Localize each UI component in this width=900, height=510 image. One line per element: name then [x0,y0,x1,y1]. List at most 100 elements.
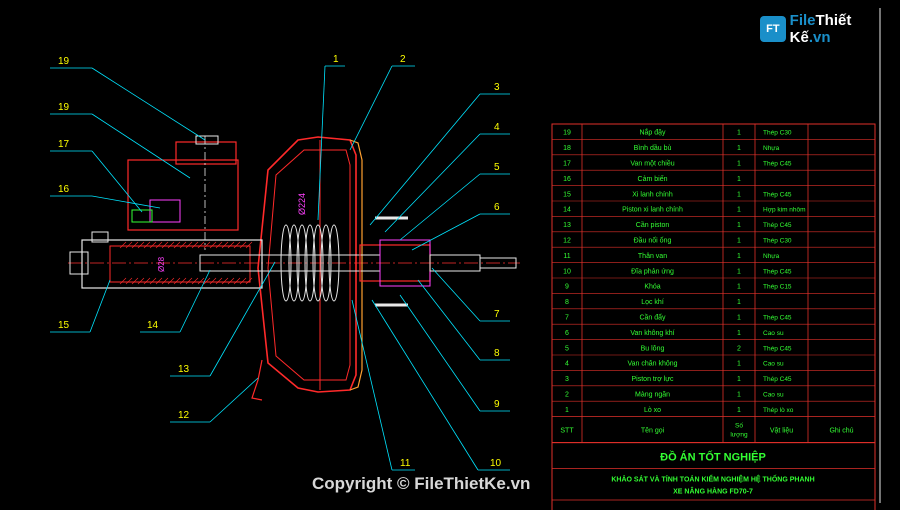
section-hatch [233,277,241,285]
section-hatch [119,241,127,249]
spring-coil [296,224,308,302]
parts-row-qty: 1 [737,161,741,168]
parts-row-no: 10 [563,268,571,275]
section-hatch [191,241,199,249]
callout-leader [371,299,479,471]
parts-header-note: Ghi chú [829,428,853,435]
callout-number: 3 [494,82,500,93]
parts-row-qty: 1 [737,207,741,214]
callout-leader [399,173,481,241]
spring-coil [312,224,324,302]
parts-row-qty: 1 [737,253,741,260]
callout-number: 16 [58,184,70,195]
section-hatch [173,277,181,285]
parts-row-material: Thép C45 [763,222,792,229]
dimension-label-28: Ø28 [157,256,166,272]
callout-leader [91,150,143,213]
section-hatch [143,241,151,249]
parts-row-material: Cao su [763,361,784,368]
section-hatch [149,277,157,285]
section-hatch [203,277,211,285]
parts-row-qty: 1 [737,392,741,399]
callout-leader [399,294,481,412]
section-hatch [239,241,247,249]
booster-housing [257,136,357,393]
callout-number: 2 [400,54,406,65]
callout-leader [351,299,393,471]
parts-row-no: 13 [563,222,571,229]
section-hatch [245,241,253,249]
parts-row-qty: 2 [737,345,741,352]
section-hatch [227,241,235,249]
parts-row-no: 7 [565,315,569,322]
parts-row-name: Lọc khí [641,299,664,306]
callout-leader [317,65,326,221]
parts-row-name: Khóa [644,284,660,291]
parts-header-material: Vật liệu [770,428,793,435]
logo-text: FileThiết Kế.vn [790,12,895,46]
parts-row-qty: 1 [737,315,741,322]
callout-leader [91,113,191,179]
callout-number: 7 [494,309,500,320]
parts-header-no: STT [560,428,574,435]
mounting-bracket [251,359,263,401]
parts-row-material: Thép C45 [763,376,792,383]
callout-leader [209,377,259,423]
logo-mark-icon: FT [760,16,786,42]
parts-row-qty: 1 [737,130,741,137]
parts-row-name: Nắp đậy [639,128,666,137]
parts-row-name: Bu lông [641,345,665,352]
parts-row-no: 11 [563,253,570,260]
outlet-port [69,251,89,275]
parts-row-no: 12 [563,238,571,245]
section-hatch [197,241,205,249]
parts-header-name: Tên gọi [641,428,665,435]
callout-number: 5 [494,162,500,173]
section-hatch [143,277,151,285]
parts-row-name: Cần đẩy [639,313,666,322]
parts-row-no: 17 [563,161,571,168]
section-hatch [221,241,229,249]
section-hatch [197,277,205,285]
parts-row-material: Thép C45 [763,191,792,198]
section-hatch [233,241,241,249]
callout-leader [179,269,211,333]
parts-row-no: 3 [565,376,569,383]
section-hatch [179,241,187,249]
parts-row-material: Cao su [763,392,784,399]
callout-leader [89,279,111,333]
callout-number: 4 [494,122,500,133]
section-hatch [155,241,163,249]
callout-number: 11 [400,458,411,469]
parts-row-no: 2 [565,392,569,399]
spring-coil [328,224,340,302]
parts-header-qty-1: Số [735,421,743,430]
parts-row-name: Van một chiều [630,159,674,168]
parts-table-border [551,123,876,444]
parts-header-qty-2: lượng [730,432,748,439]
parts-row-material: Cao su [763,330,784,337]
section-hatch [215,241,223,249]
parts-row-material: Thép C15 [763,284,792,291]
parts-row-name: Đĩa phản ứng [631,268,674,275]
parts-row-no: 5 [565,345,569,352]
parts-row-no: 1 [565,407,569,414]
parts-row-material: Thép C45 [763,345,792,352]
parts-row-name: Xi lanh chính [632,191,673,198]
parts-row-no: 8 [565,299,569,306]
dimension-label-224: Ø224 [297,193,307,215]
parts-row-no: 14 [563,207,571,214]
parts-row-no: 4 [565,361,569,368]
callout-leader [209,261,276,377]
sensor-body [149,199,181,223]
callout-number: 13 [178,364,190,375]
parts-row-material: Thép lò xo [763,407,794,414]
parts-row-qty: 1 [737,222,741,229]
check-valve [131,209,153,223]
parts-row-qty: 1 [737,176,741,183]
logo-text-part2: Thiết Kế [789,12,852,46]
title-block-title: ĐỒ ÁN TỐT NGHIỆP [660,450,766,464]
section-hatch [191,277,199,285]
callout-leader [384,133,481,233]
